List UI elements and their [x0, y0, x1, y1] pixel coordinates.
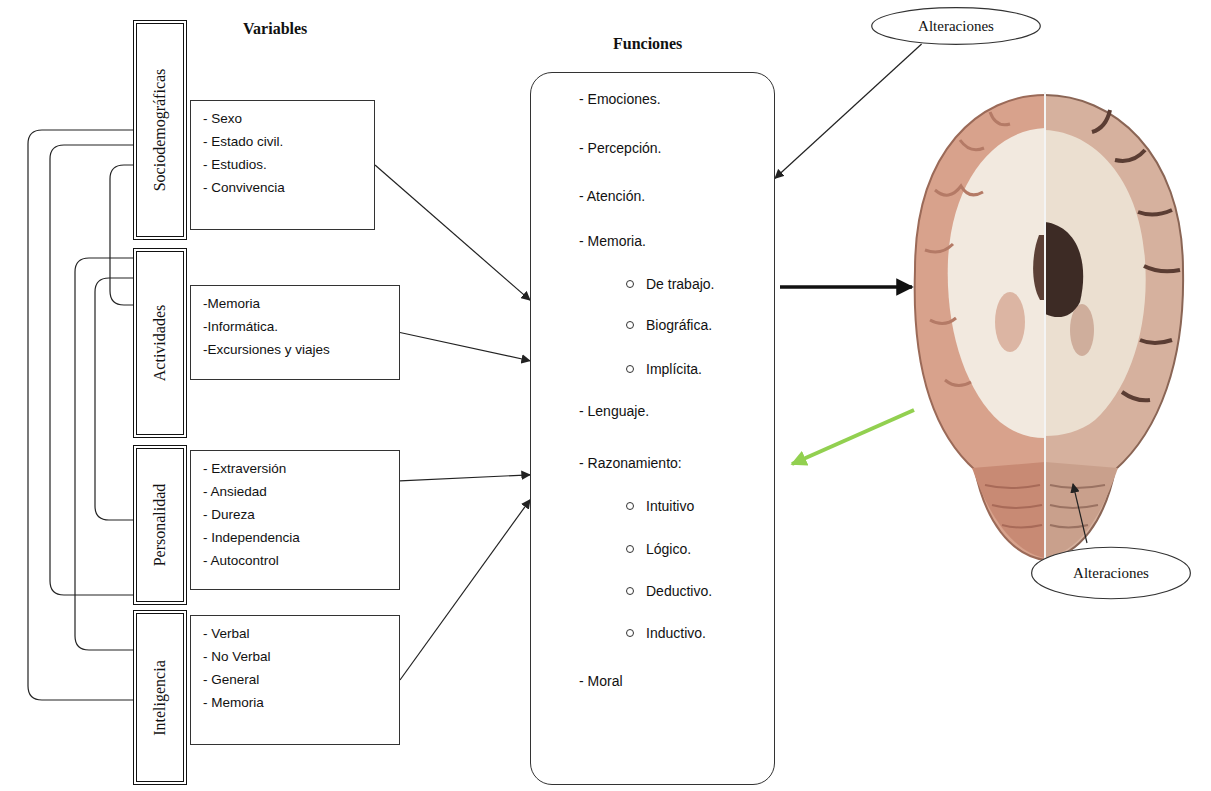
variable-item: - No Verbal: [203, 645, 389, 668]
white-matter: [1045, 130, 1146, 436]
function-subitem: Inductivo.: [646, 624, 706, 642]
function-subitem: Deductivo.: [646, 582, 712, 600]
ventricle: [1033, 235, 1045, 300]
connector-curve: [110, 165, 133, 305]
category-label-box: Personalidad: [133, 445, 187, 605]
basal-ganglia: [1070, 304, 1094, 356]
category-label-box: Inteligencia: [133, 610, 187, 785]
connector-curve: [95, 278, 133, 520]
function-subitem: Intuitivo: [646, 497, 694, 515]
function-item: - Moral: [579, 672, 623, 690]
function-item: - Atención.: [579, 187, 645, 205]
callout-ellipse: Alteraciones: [870, 6, 1042, 46]
function-item: - Percepción.: [579, 139, 661, 157]
variable-item: - Estudios.: [203, 153, 364, 176]
variable-item: -Excursiones y viajes: [203, 338, 389, 361]
connector-curve: [75, 258, 133, 650]
alteration-arrow: [1073, 484, 1087, 543]
basal-ganglia: [995, 292, 1025, 352]
function-subitem: Lógico.: [646, 540, 691, 558]
function-item: - Memoria.: [579, 232, 646, 250]
connector-arrow: [375, 165, 530, 300]
brain-left-half: [915, 95, 1045, 560]
connector-arrow: [400, 475, 530, 481]
feedback-arrow: [792, 410, 914, 464]
category-name: Inteligencia: [151, 660, 169, 736]
cerebellum-folia: [985, 485, 1042, 528]
cortex: [915, 95, 1045, 560]
enlarged-ventricle: [1045, 222, 1083, 317]
functions-box: Funciones- Emociones.- Percepción.- Aten…: [530, 72, 775, 785]
category-name: Sociodemográficas: [151, 69, 169, 192]
function-subitem: Implícita.: [646, 360, 702, 378]
gyri: [925, 112, 1010, 386]
function-item: - Emociones.: [579, 90, 661, 108]
variable-list-box: - Sexo- Estado civil.- Estudios.- Conviv…: [190, 100, 375, 230]
connector-arrow: [400, 333, 530, 361]
variable-item: - Extraversión: [203, 457, 389, 480]
variable-item: - Dureza: [203, 503, 389, 526]
variable-item: - Convivencia: [203, 176, 364, 199]
variable-item: - Sexo: [203, 107, 364, 130]
variable-list-box: -Memoria-Informática.-Excursiones y viaj…: [190, 285, 400, 380]
widened-sulci: [1092, 110, 1180, 400]
function-subitem: Biográfica.: [646, 316, 712, 334]
brain-right-half: [1045, 95, 1183, 560]
atrophic-cortex: [1045, 95, 1183, 560]
cerebellum-folia: [1050, 485, 1105, 528]
category-label-box: Actividades: [133, 248, 187, 438]
cerebellum: [1045, 462, 1118, 558]
function-item: - Lenguaje.: [579, 402, 649, 420]
connector-arrow: [400, 500, 530, 680]
function-subitem: De trabajo.: [646, 275, 714, 293]
variable-list-box: - Verbal- No Verbal- General- Memoria: [190, 615, 400, 745]
variable-item: - Ansiedad: [203, 480, 389, 503]
column-heading: Funciones: [613, 35, 682, 53]
variable-item: - Independencia: [203, 526, 389, 549]
callout-text: Alteraciones: [918, 18, 994, 35]
connector-curve: [28, 130, 133, 700]
category-name: Actividades: [151, 305, 169, 381]
variable-item: -Memoria: [203, 292, 389, 315]
variable-item: -Informática.: [203, 315, 389, 338]
variable-item: - Verbal: [203, 622, 389, 645]
function-item: - Razonamiento:: [579, 454, 682, 472]
output-arrow: [780, 285, 912, 289]
hemisphere-seam: [1044, 92, 1046, 562]
variable-item: - Memoria: [203, 691, 389, 714]
column-heading: Variables: [243, 20, 307, 38]
variable-list-box: - Extraversión- Ansiedad- Dureza- Indepe…: [190, 450, 400, 590]
white-matter: [948, 128, 1045, 438]
callout-ellipse: Alteraciones: [1030, 545, 1192, 601]
category-name: Personalidad: [151, 484, 169, 567]
variable-item: - Autocontrol: [203, 549, 389, 572]
connector-arrow: [775, 44, 922, 178]
callout-text: Alteraciones: [1073, 565, 1149, 582]
cerebellum: [972, 462, 1045, 558]
ellipse-shape: [1032, 547, 1191, 599]
category-label-box: Sociodemográficas: [133, 20, 187, 240]
variable-item: - Estado civil.: [203, 130, 364, 153]
connector-curve: [50, 145, 133, 595]
ellipse-shape: [872, 8, 1041, 45]
variable-item: - General: [203, 668, 389, 691]
